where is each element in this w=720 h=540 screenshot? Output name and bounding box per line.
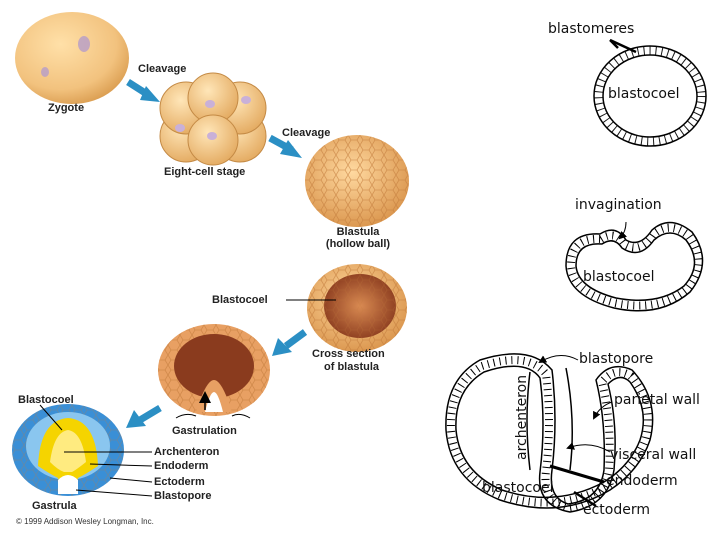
cleavage-arrow-2-head [280, 140, 302, 158]
endoderm-label-right: endoderm [606, 473, 678, 489]
blastomeres-pointer-2 [609, 38, 637, 54]
blastocoel-label-2: blastocoel [583, 269, 655, 285]
invagination-diagram [565, 221, 704, 312]
archenteron-label: Archenteron [154, 446, 220, 458]
cross-section-label-line1: Cross section [312, 348, 385, 360]
gastrula-illustration [12, 404, 124, 496]
blastopore-pointer-right [538, 355, 579, 364]
visceral-wall-label: visceral wall [610, 447, 697, 463]
zygote-illustration [15, 12, 129, 104]
eight-cell-illustration [159, 72, 267, 166]
eight-cell-label: Eight-cell stage [164, 166, 246, 178]
gastrulation-arrow-left [175, 413, 197, 419]
ectoderm-pointer-right [573, 490, 597, 508]
ectoderm-label: Ectoderm [154, 476, 205, 488]
parietal-wall-pointer [593, 401, 613, 420]
visceral-wall-pointer [566, 442, 611, 453]
ectoderm-label-right: ectoderm [583, 502, 651, 518]
cleavage-label-2: Cleavage [282, 127, 331, 139]
gastrulation-arrow-right [231, 413, 251, 419]
blastocoel-label: Blastocoel [212, 294, 268, 306]
gastrula-blastocoel-pointer [39, 404, 63, 431]
archenteron-label-right: archenteron [514, 374, 530, 460]
cleavage-arrow-1-head [140, 86, 160, 102]
ectoderm-pointer [109, 477, 153, 483]
endoderm-pointer-right [549, 464, 605, 484]
cleavage-arrow-4 [138, 404, 162, 424]
blastopore-label-right: blastopore [579, 351, 654, 367]
invagination-pointer [618, 221, 628, 240]
cleavage-arrow-4-head [126, 410, 146, 428]
blastula-ring-diagram [593, 45, 707, 147]
blastocoel-label-3: blastocoel [482, 480, 554, 496]
gastrulation-label: Gastrulation [172, 425, 237, 437]
blastula-illustration [305, 135, 409, 227]
cross-section-label-line2: of blastula [324, 361, 380, 373]
cleavage-arrow-3 [283, 329, 308, 349]
endoderm-label: Endoderm [154, 460, 209, 472]
blastocoel-label-1: blastocoel [608, 86, 680, 102]
copyright-text: © 1999 Addison Wesley Longman, Inc. [16, 517, 154, 526]
parietal-wall-label: parietal wall [614, 392, 700, 408]
cleavage-label-1: Cleavage [138, 63, 187, 75]
gastrulation-illustration [158, 324, 270, 416]
cleavage-arrow-3-head [272, 338, 292, 356]
endoderm-pointer [89, 463, 153, 467]
blastopore-label: Blastopore [154, 490, 212, 502]
blastula-label-line2: (hollow ball) [325, 238, 391, 250]
gastrula-blastocoel-label: Blastocoel [18, 394, 74, 406]
zygote-label: Zygote [48, 102, 85, 114]
invagination-label: invagination [575, 197, 662, 213]
blastula-label-line1: Blastula [336, 226, 380, 238]
gastrula-label: Gastrula [32, 500, 77, 512]
blastula-cut-illustration [307, 264, 407, 352]
gastrula-section-diagram [445, 353, 654, 513]
blastomeres-label: blastomeres [548, 21, 635, 37]
blastopore-pointer [75, 489, 153, 497]
